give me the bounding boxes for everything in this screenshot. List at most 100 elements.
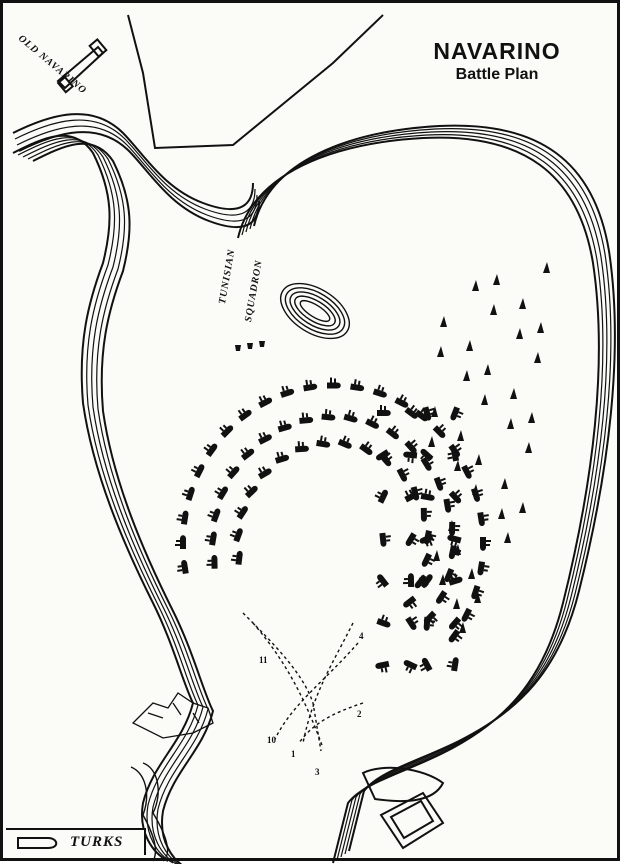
turkish-ship-marker xyxy=(257,466,272,480)
north-coast xyxy=(127,14,384,150)
turkish-ship-marker xyxy=(480,537,491,551)
title-block: NAVARINO Battle Plan xyxy=(417,37,577,85)
legend-turks-label: TURKS xyxy=(70,834,124,850)
map-title: NAVARINO xyxy=(433,38,561,64)
turkish-ship-marker xyxy=(404,439,418,454)
allied-ship-marker xyxy=(528,412,535,423)
tunisian-squadron xyxy=(235,341,265,351)
turkish-ship-marker xyxy=(403,573,415,588)
turkish-ship-marker xyxy=(448,573,463,586)
turkish-ship-marker xyxy=(343,409,358,423)
turk-ship-icon xyxy=(17,837,58,849)
turkish-ship-marker xyxy=(405,532,420,547)
allied-ship-marker xyxy=(437,346,444,357)
turkish-ship-marker xyxy=(420,448,434,463)
turkish-ship-marker xyxy=(376,614,391,628)
allied-ship-marker xyxy=(433,550,440,561)
turkish-ship-marker xyxy=(337,435,352,449)
turkish-ship-marker xyxy=(359,441,373,456)
turkish-ship-marker xyxy=(421,552,436,567)
turkish-ship-marker xyxy=(316,435,331,448)
allied-ship-marker xyxy=(466,340,473,351)
turkish-ship-marker xyxy=(418,574,433,588)
old-navarino-fort xyxy=(56,38,108,94)
turkish-ship-marker xyxy=(419,657,433,672)
turkish-ship-marker xyxy=(477,511,489,527)
bay-coastline xyxy=(237,124,616,864)
turkish-ship-marker xyxy=(422,406,435,421)
allied-ship-marker xyxy=(459,622,466,633)
turkish-ship-marker xyxy=(404,489,419,503)
turkish-ship-marker xyxy=(394,394,409,408)
allied-ship-marker xyxy=(474,592,481,603)
turkish-ship-marker xyxy=(230,550,243,565)
turkish-ship-marker xyxy=(299,412,314,424)
turkish-ship-marker xyxy=(207,508,221,523)
turkish-ship-marker xyxy=(403,451,418,464)
allied-ship-marker xyxy=(543,262,550,273)
turkish-ship-marker xyxy=(294,441,309,453)
turkish-ship-marker xyxy=(420,488,435,501)
west-islet xyxy=(130,762,169,862)
turkish-ship-marker xyxy=(274,451,290,464)
turkish-ship-marker xyxy=(176,510,189,525)
turkish-ship-marker xyxy=(375,574,390,589)
turkish-ship-marker xyxy=(403,660,418,674)
allied-ship-marker xyxy=(510,388,517,399)
turkish-ship-marker xyxy=(385,425,399,440)
turkish-ship-marker xyxy=(225,465,240,480)
allied-ship-marker xyxy=(516,328,523,339)
turkish-ship-marker xyxy=(365,415,379,429)
turkish-ship-marker xyxy=(321,408,336,421)
turkish-ship-marker xyxy=(280,385,295,398)
ship-number-11: 11 xyxy=(259,655,268,665)
turkish-ship-marker xyxy=(376,449,390,463)
navarino-fortress xyxy=(361,766,445,850)
allied-ship-marker xyxy=(501,478,508,489)
turkish-ship-marker xyxy=(204,531,217,546)
map-subtitle: Battle Plan xyxy=(455,66,539,83)
ship-number-10: 10 xyxy=(267,735,276,745)
allied-ship-marker xyxy=(481,394,488,405)
turkish-ship-marker xyxy=(477,561,490,576)
turkish-ship-marker xyxy=(449,521,461,536)
turkish-ship-marker xyxy=(379,532,391,547)
allied-ship-marker xyxy=(498,508,505,519)
turkish-ship-marker xyxy=(374,489,388,504)
allied-ship-marker xyxy=(484,364,491,375)
allied-ship-marker xyxy=(457,430,464,441)
allied-ship-marker xyxy=(519,298,526,309)
allied-ship-marker xyxy=(493,274,500,285)
turkish-ship-marker xyxy=(258,395,273,409)
allied-ship-marker xyxy=(453,598,460,609)
turkish-ship-marker xyxy=(375,660,390,673)
turkish-ship-marker xyxy=(471,585,485,600)
turkish-ship-marker xyxy=(372,384,387,398)
turkish-ship-marker xyxy=(446,657,459,672)
turkish-ship-marker xyxy=(448,628,463,643)
turkish-ship-marker xyxy=(461,607,476,622)
turkish-ship-marker xyxy=(433,476,447,491)
turkish-ship-marker xyxy=(404,404,418,419)
turkish-ship-marker xyxy=(423,616,436,631)
allied-ship-marker xyxy=(472,280,479,291)
turkish-ship-marker xyxy=(243,484,258,499)
bay-map xyxy=(12,14,616,864)
turkish-ship-marker xyxy=(432,423,447,438)
turkish-ship-marker xyxy=(403,595,418,609)
turkish-ship-marker xyxy=(405,616,419,630)
turkish-ship-marker xyxy=(219,424,234,438)
turkish-ship-marker xyxy=(443,498,456,513)
turkish-ship-marker xyxy=(436,590,450,604)
allied-ship-marker xyxy=(475,454,482,465)
turkish-ship-marker xyxy=(419,533,434,547)
turkish-ship-marker xyxy=(470,487,484,502)
turkish-ship-marker xyxy=(450,406,464,421)
tunisian-ship-marker xyxy=(235,345,241,351)
turkish-ship-marker xyxy=(257,431,272,445)
turkish-ship-marker xyxy=(448,489,463,504)
allied-track-lines xyxy=(242,612,364,752)
ship-number-2: 2 xyxy=(357,709,362,719)
turkish-ship-marker xyxy=(229,528,243,543)
